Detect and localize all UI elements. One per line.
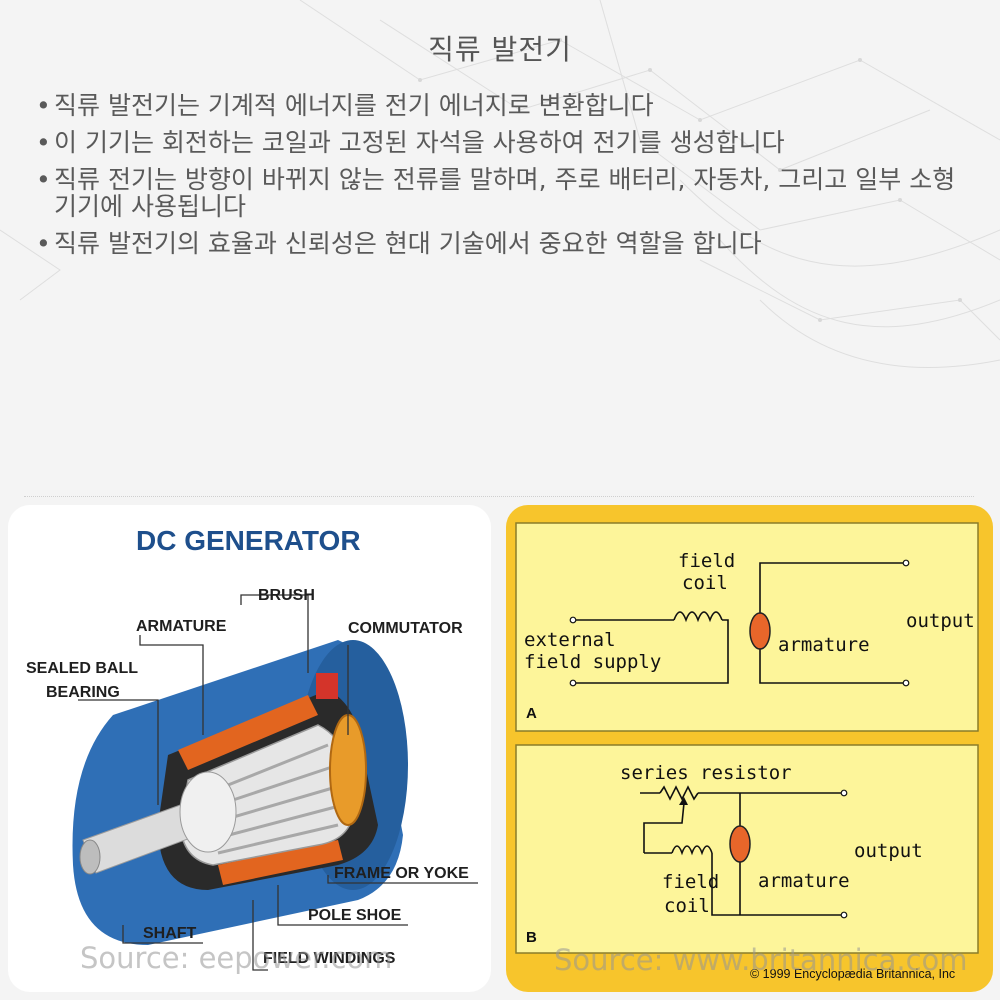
panel-a-wires [573,562,906,684]
brush-shape [316,673,338,699]
field-windings-label: FIELD WINDINGS [263,950,396,967]
pole-shoe-label: POLE SHOE [308,907,402,924]
image-source-caption: Source: www.britannica.com [554,943,968,977]
section-divider [24,496,974,497]
output-label-b: output [854,840,923,862]
circuit-diagram: field coil external field supply armatur… [515,522,979,981]
panel-a-letter: A [526,705,537,722]
series-resistor-label: series resistor [620,762,792,784]
dc-generator-image: DC GENERATOR [8,505,491,992]
shaft-end [79,839,101,875]
output-label-a: output [906,610,975,632]
terminals-b [840,789,848,919]
armature-label-a: armature [778,634,870,656]
bullet-item: 직류 발전기는 기계적 에너지를 전기 에너지로 변환합니다 [32,92,972,119]
bullet-item: 직류 발전기의 효율과 신뢰성은 현대 기술에서 중요한 역할을 합니다 [32,230,972,257]
shaft-label: SHAFT [143,925,197,942]
bullet-item: 이 기기는 회전하는 코일과 고정된 자석을 사용하여 전기를 생성합니다 [32,129,972,156]
leader-lines [78,594,478,971]
terminals-a [569,559,910,687]
illustration-heading: DC GENERATOR [136,525,361,556]
panel-b-wires [640,785,844,916]
field-label-b: field [662,871,719,893]
bullet-list: 직류 발전기는 기계적 에너지를 전기 에너지로 변환합니다 이 기기는 회전하… [32,92,972,267]
image-source-caption: Source: eepower.com [80,941,393,975]
armature-a-icon [749,612,771,650]
panel-a [515,522,979,732]
circuit-diagram-image: field coil external field supply armatur… [506,505,993,992]
sealed-ball-label: SEALED BALL [26,660,138,677]
bearing-label: BEARING [46,684,120,701]
field-winding-top [178,695,318,770]
armature-label: ARMATURE [136,618,227,635]
field-supply-label: field supply [524,651,661,673]
external-label: external [524,629,616,651]
copyright-text: © 1999 Encyclopædia Britannica, Inc [750,967,955,981]
coil-label-b: coil [664,895,710,917]
resistor-arrow-icon [679,797,688,805]
field-winding-bottom [218,840,343,885]
page-title: 직류 발전기 [428,33,572,66]
bullet-item: 직류 전기는 방향이 바뀌지 않는 전류를 말하며, 주로 배터리, 자동차, … [32,166,972,220]
frame-label: FRAME OR YOKE [334,865,469,882]
dc-generator-illustration: DC GENERATOR [26,525,478,971]
armature-b-icon [729,825,751,863]
brush-label: BRUSH [258,587,315,604]
commutator-label: COMMUTATOR [348,620,463,637]
armature-label-b: armature [758,870,850,892]
panel-b-letter: B [526,929,537,946]
coil-label-a: coil [682,572,728,594]
armature-face [179,771,237,853]
field-label-a: field [678,550,735,572]
